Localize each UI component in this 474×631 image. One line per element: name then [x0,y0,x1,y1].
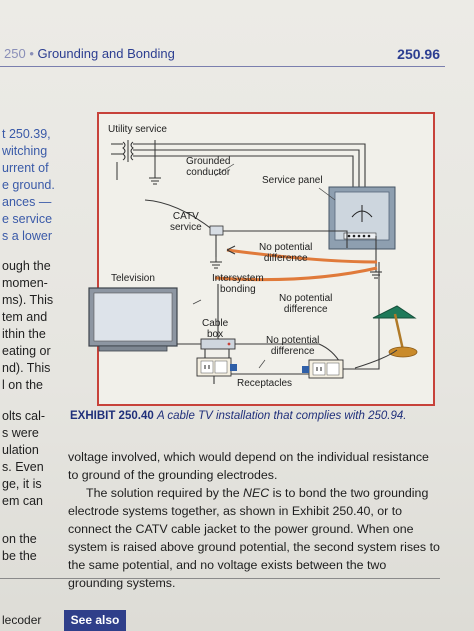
page-number: 250 [4,46,26,61]
leader-lines [192,163,336,369]
intersystem-bonding-conductor [214,245,378,282]
left-line: l on the [2,378,44,392]
left-line: witching [2,144,48,158]
service-panel-icon [328,186,396,250]
header-rule [0,66,445,67]
receptacle-left-icon [196,357,237,377]
panel-ground-conductor [370,236,382,279]
left-line: eating or [2,344,51,358]
running-header: 250 • Grounding and Bonding [4,46,175,61]
left-line: s. Even [2,460,44,474]
lamp-icon [354,305,418,369]
no-potential-label-2: No potential difference [279,293,333,315]
left-line: urrent of [2,161,49,175]
left-line: olts cal- [2,409,46,423]
p2-part-a: The solution required by the [86,486,244,500]
left-line: em can [2,494,43,508]
left-line: momen- [2,276,48,290]
left-line: ms). This [2,293,54,307]
section-number: 250.96 [397,46,440,62]
exhibit-number: EXHIBIT 250.40 [70,410,154,422]
left-line: t 250.39, [2,127,51,141]
p2-part-b: is to bond the two grounding electrode s… [68,486,440,590]
left-footer-text: lecoder [2,613,42,627]
left-line: ances — [2,195,52,209]
caption-suffix: . [403,410,407,422]
header-bullet: • [29,46,38,61]
television-icon [88,287,178,352]
left-line: s were [2,426,39,440]
left-line: e service [2,212,53,226]
left-column-block-d: on the be the [2,531,62,565]
receptacle-circuit [213,262,380,384]
utility-service-label: Utility service [108,124,167,135]
left-line: s a lower [2,229,53,243]
catv-service-label: CATV service [170,211,202,233]
service-conductors [133,143,366,187]
grounded-conductor-label: Grounded conductor [186,156,231,178]
left-line: nd). This [2,361,51,375]
intersystem-bonding-label: Intersystem bonding [212,273,264,295]
left-column-block-a: t 250.39, witching urrent of e ground. a… [2,126,62,245]
nec-term: NEC [243,486,270,500]
service-panel-label: Service panel [262,175,323,186]
left-line: be the [2,549,37,563]
see-also-tab: See also [64,610,126,631]
television-label: Television [111,273,155,284]
left-line: ithin the [2,327,46,341]
left-line: ulation [2,443,39,457]
body-text: voltage involved, which would depend on … [68,448,440,592]
bottom-rule [0,578,440,579]
no-potential-label-1: No potential difference [259,242,313,264]
utility-ground-icon [149,172,161,185]
chapter-title: Grounding and Bonding [37,46,175,61]
left-line: ge, it is [2,477,42,491]
exhibit-caption: EXHIBIT 250.40 A cable TV installation t… [70,410,406,422]
catv-ground-icon [210,257,222,269]
receptacle-right-icon [302,359,344,379]
caption-ref: 250.94 [368,410,404,422]
left-line: e ground. [2,178,55,192]
left-column-block-c: olts cal- s were ulation s. Even ge, it … [2,408,62,510]
left-line: on the [2,532,37,546]
caption-prefix: A cable TV installation that complies wi… [156,410,369,422]
catv-installation-diagram [88,140,418,384]
cable-box-label: Cable box [202,318,229,340]
paragraph-2: The solution required by the NEC is to b… [68,484,440,592]
left-line: tem and [2,310,48,324]
left-line: ough the [2,259,51,273]
receptacles-label: Receptacles [237,378,293,389]
paragraph-1: voltage involved, which would depend on … [68,450,429,482]
catv-cable [144,199,348,257]
left-column-block-b: ough the momen- ms). This tem and ithin … [2,258,62,394]
utility-transformer-icon [111,140,156,180]
cable-box-icon [200,338,236,350]
no-potential-label-3: No potential difference [266,335,320,357]
